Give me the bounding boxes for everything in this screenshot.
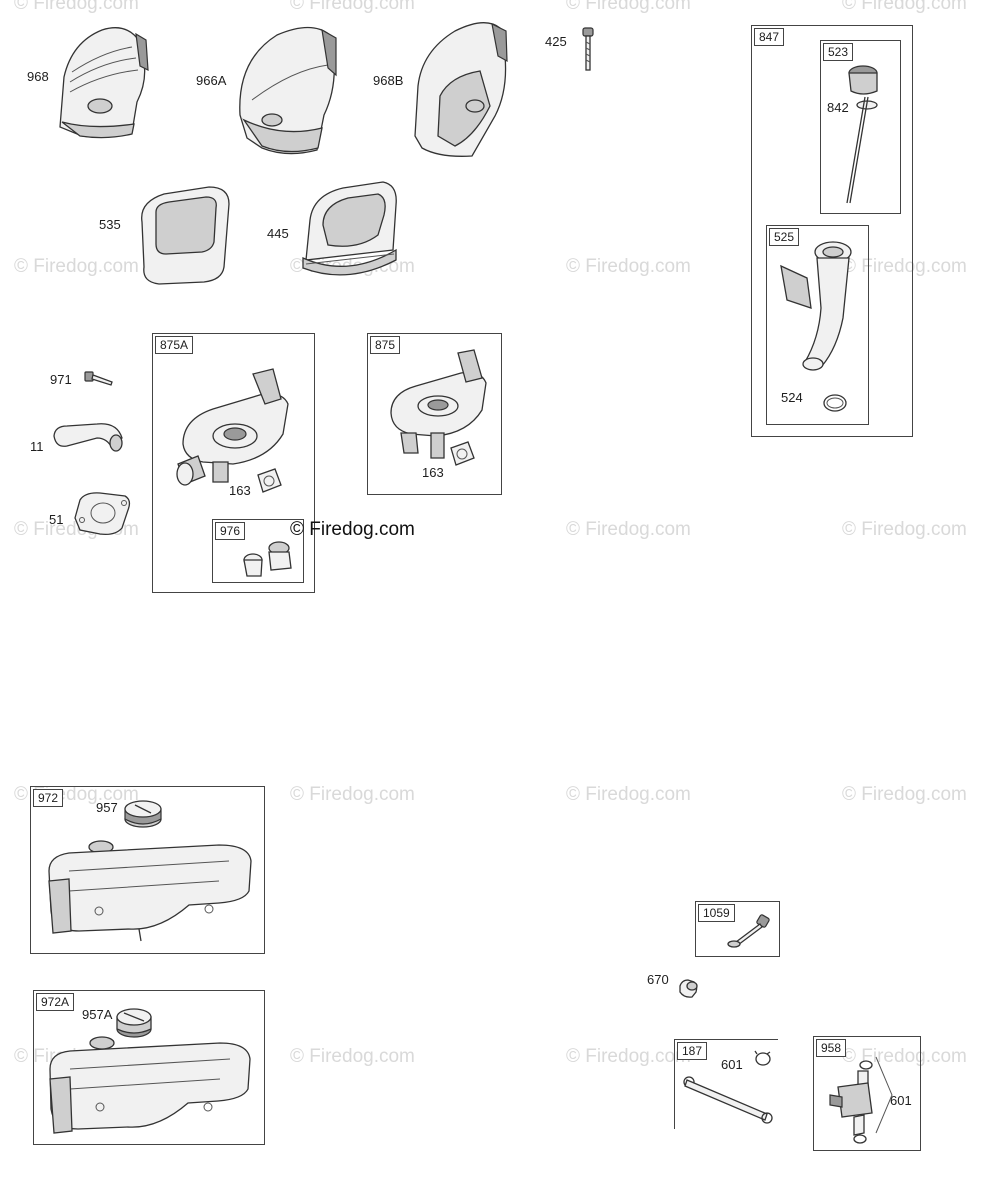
kit-label: 847 bbox=[754, 28, 785, 46]
fuel-cap-icon bbox=[116, 1008, 152, 1038]
kit-972A-frame: 972A 957A bbox=[33, 990, 265, 1145]
kit-label: 972 bbox=[33, 789, 64, 807]
watermark: © Firedog.com bbox=[842, 519, 967, 540]
carburetor-adapter-icon bbox=[176, 368, 289, 486]
watermark: © Firedog.com bbox=[842, 0, 967, 14]
bolt-icon bbox=[84, 371, 113, 386]
kit-label: 187 bbox=[677, 1042, 708, 1060]
o-ring-icon bbox=[823, 394, 847, 412]
callout-968B: 968B bbox=[373, 73, 404, 88]
kit-label: 875 bbox=[370, 336, 401, 354]
bolt-icon bbox=[582, 27, 594, 71]
watermark: © Firedog.com bbox=[14, 256, 139, 277]
watermark: © Firedog.com bbox=[566, 0, 691, 14]
kit-523-frame: 523 842 bbox=[820, 40, 901, 214]
kit-label: 523 bbox=[823, 43, 854, 61]
watermark: © Firedog.com bbox=[566, 256, 691, 277]
callout-601: 601 bbox=[721, 1057, 743, 1072]
kit-187-frame: 187 601 bbox=[674, 1039, 778, 1129]
watermark: © Firedog.com bbox=[14, 0, 139, 14]
gasket-icon bbox=[257, 468, 282, 493]
watermark-main: © Firedog.com bbox=[290, 519, 415, 540]
fuel-line-icon bbox=[683, 1076, 773, 1124]
watermark: © Firedog.com bbox=[842, 1046, 967, 1067]
kit-label: 525 bbox=[769, 228, 800, 246]
callout-425: 425 bbox=[545, 34, 567, 49]
watermark: © Firedog.com bbox=[566, 784, 691, 805]
watermark: © Firedog.com bbox=[290, 1046, 415, 1067]
watermark: © Firedog.com bbox=[842, 784, 967, 805]
fuel-tank-icon bbox=[49, 1036, 251, 1134]
fuel-cap-icon bbox=[124, 800, 162, 828]
kit-875-frame: 875 163 bbox=[367, 333, 502, 495]
air-filter-icon bbox=[302, 181, 397, 276]
fuel-filter-icon bbox=[679, 979, 698, 998]
dipstick-icon bbox=[846, 65, 878, 204]
gasket-icon bbox=[450, 441, 475, 466]
elbow-icon bbox=[53, 423, 123, 452]
kit-label: 958 bbox=[816, 1039, 847, 1057]
kit-label: 875A bbox=[155, 336, 194, 354]
kit-label: 976 bbox=[215, 522, 246, 540]
oil-fill-tube-icon bbox=[780, 241, 852, 371]
watermark: © Firedog.com bbox=[566, 519, 691, 540]
watermark: © Firedog.com bbox=[290, 784, 415, 805]
callout-524: 524 bbox=[781, 390, 803, 405]
air-filter-icon bbox=[141, 186, 230, 285]
callout-163: 163 bbox=[229, 483, 251, 498]
kit-958-frame: 958 601 bbox=[813, 1036, 921, 1151]
leader-line bbox=[875, 1056, 893, 1134]
fuel-valve-icon bbox=[829, 1060, 873, 1144]
callout-966A: 966A bbox=[196, 73, 227, 88]
callout-957A: 957A bbox=[82, 1007, 113, 1022]
fuel-tank-icon bbox=[48, 840, 252, 942]
blower-housing-icon bbox=[239, 26, 337, 155]
kit-847-frame: 847 523 842 525 524 bbox=[751, 25, 913, 437]
callout-535: 535 bbox=[99, 217, 121, 232]
kit-label: 972A bbox=[36, 993, 75, 1011]
callout-11: 11 bbox=[30, 439, 44, 454]
kit-875A-frame: 875A 163 976 bbox=[152, 333, 315, 593]
blower-housing-icon bbox=[59, 27, 149, 139]
watermark: © Firedog.com bbox=[566, 1046, 691, 1067]
kit-976-frame: 976 bbox=[212, 519, 304, 583]
kit-525-frame: 525 524 bbox=[766, 225, 869, 425]
callout-670: 670 bbox=[647, 972, 669, 987]
carburetor-adapter-icon bbox=[390, 349, 487, 459]
kit-972-frame: 972 957 bbox=[30, 786, 265, 954]
callout-445: 445 bbox=[267, 226, 289, 241]
callout-842: 842 bbox=[827, 100, 849, 115]
callout-957: 957 bbox=[96, 800, 118, 815]
bolt-icon bbox=[727, 914, 770, 948]
callout-163: 163 bbox=[422, 465, 444, 480]
clamp-icon bbox=[754, 1050, 771, 1066]
watermark: © Firedog.com bbox=[290, 0, 415, 14]
kit-label: 1059 bbox=[698, 904, 735, 922]
callout-601: 601 bbox=[890, 1093, 912, 1108]
callout-971: 971 bbox=[50, 372, 72, 387]
callout-51: 51 bbox=[49, 512, 64, 527]
blower-housing-icon bbox=[414, 22, 508, 157]
gasket-icon bbox=[74, 492, 131, 536]
kit-1059-frame: 1059 bbox=[695, 901, 780, 957]
watermark: © Firedog.com bbox=[842, 256, 967, 277]
clamp-icon bbox=[243, 541, 292, 577]
callout-968: 968 bbox=[27, 69, 49, 84]
